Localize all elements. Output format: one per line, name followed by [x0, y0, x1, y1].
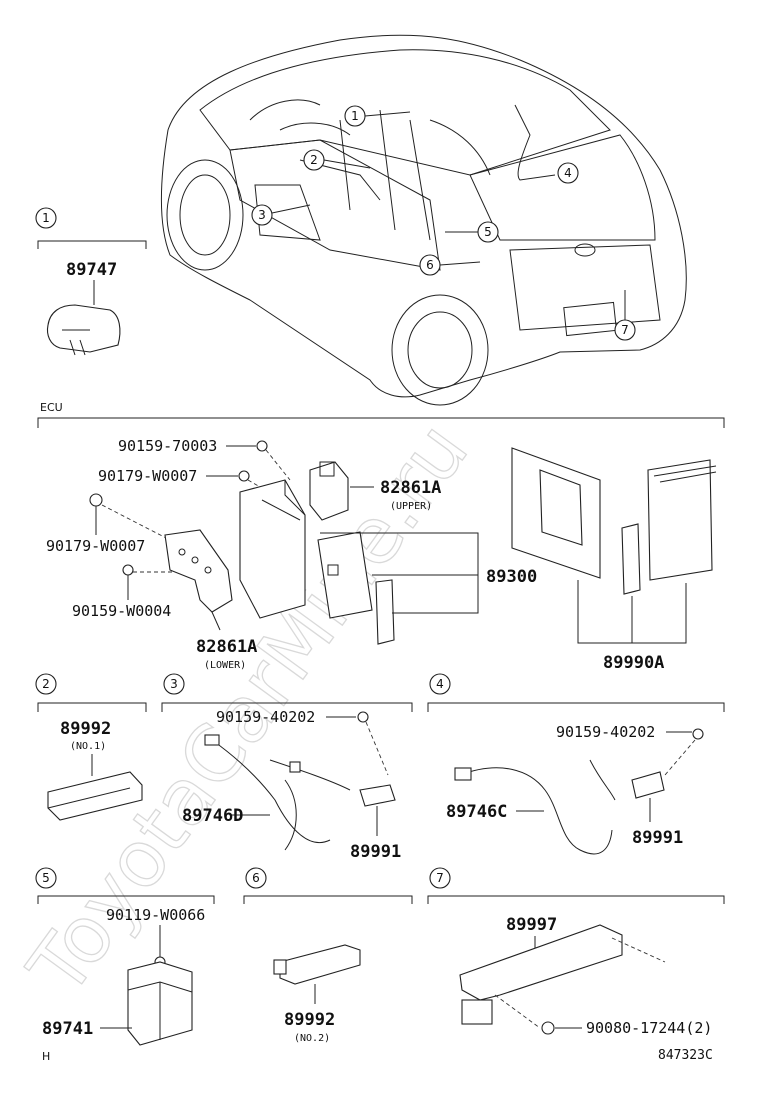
svg-text:1: 1: [42, 211, 50, 225]
section-7: 7 89997 90080-17244(2): [427, 867, 725, 1037]
svg-text:4: 4: [564, 166, 572, 180]
sensor-89991-s4: [631, 771, 665, 799]
part-89991-s3[interactable]: 89991: [350, 842, 401, 862]
part-89997[interactable]: 89997: [506, 915, 557, 935]
svg-text:(UPPER): (UPPER): [390, 501, 432, 512]
svg-text:6: 6: [252, 871, 260, 885]
part-90179-W0007-a[interactable]: 90179-W0007: [98, 467, 197, 485]
sensor-89991-s3: [359, 784, 396, 807]
part-90159-40202-s4[interactable]: 90159-40202: [556, 723, 655, 741]
part-89992-no2[interactable]: 89992: [284, 1010, 335, 1030]
section-6: 6 89992 (NO.2): [243, 867, 413, 1044]
part-89746C[interactable]: 89746C: [446, 802, 507, 822]
ecu-box-shape: [239, 479, 306, 619]
part-89992-no1[interactable]: 89992: [60, 719, 111, 739]
part-89747-shape: [46, 304, 121, 353]
section-2: 2 89992 (NO.1): [35, 673, 147, 821]
part-82861A-upper[interactable]: 82861A: [380, 478, 441, 498]
diagram-code: 847323C: [658, 1048, 713, 1063]
part-89992-no2-shape: [279, 944, 361, 985]
svg-text:6: 6: [426, 258, 434, 272]
svg-text:ECU: ECU: [40, 401, 63, 414]
part-89997-shape: [459, 924, 623, 1001]
car-callout-6[interactable]: 6: [419, 254, 481, 276]
svg-text:(NO.2): (NO.2): [294, 1033, 330, 1044]
part-90159-40202-s3[interactable]: 90159-40202: [216, 708, 315, 726]
car-callout-1[interactable]: 1: [344, 105, 411, 127]
section-5: 5 90119-W0066 89741: [35, 867, 215, 1046]
part-90159-70003[interactable]: 90159-70003: [118, 437, 217, 455]
car-callout-2[interactable]: 2: [303, 149, 371, 171]
part-89990A[interactable]: 89990A: [603, 653, 664, 673]
car-callout-5[interactable]: 5: [445, 221, 499, 243]
svg-text:4: 4: [436, 677, 444, 691]
part-90080-17244[interactable]: 90080-17244(2): [586, 1019, 712, 1037]
section-4: 4 90159-40202 89746C 89991: [427, 673, 725, 855]
svg-text:2: 2: [310, 153, 318, 167]
svg-text:5: 5: [484, 225, 492, 239]
part-82861A-lower[interactable]: 82861A: [196, 637, 257, 657]
section-1: 1 89747: [35, 207, 147, 356]
part-89300[interactable]: 89300: [486, 567, 537, 587]
bracket-upper-shape: [309, 461, 349, 521]
corner-mark: H: [42, 1050, 50, 1063]
part-89746D[interactable]: 89746D: [182, 806, 243, 826]
svg-text:(NO.1): (NO.1): [70, 741, 106, 752]
part-90159-W0004[interactable]: 90159-W0004: [72, 602, 171, 620]
ecu-section: ECU 90159-70003 90179-W0007 90179-W0007 …: [37, 401, 725, 673]
svg-text:7: 7: [436, 871, 444, 885]
part-89747[interactable]: 89747: [66, 260, 117, 280]
svg-text:(LOWER): (LOWER): [204, 660, 246, 671]
part-90179-W0007-b[interactable]: 90179-W0007: [46, 537, 145, 555]
car-callout-7[interactable]: 7: [614, 290, 636, 341]
bracket-lower-shape: [164, 529, 233, 613]
svg-text:2: 2: [42, 677, 50, 691]
car-illustration: 1 2 3 4 5 6 7: [160, 34, 687, 406]
car-callout-4[interactable]: 4: [557, 162, 579, 184]
part-89741[interactable]: 89741: [42, 1019, 93, 1039]
svg-text:3: 3: [258, 208, 266, 222]
section-3: 3 90159-40202 89746D 89991: [161, 673, 413, 862]
part-89991-s4[interactable]: 89991: [632, 828, 683, 848]
svg-text:7: 7: [621, 323, 629, 337]
svg-text:3: 3: [170, 677, 178, 691]
car-callout-3[interactable]: 3: [251, 204, 311, 226]
svg-text:5: 5: [42, 871, 50, 885]
part-90119-W0066[interactable]: 90119-W0066: [106, 906, 205, 924]
svg-text:1: 1: [351, 109, 359, 123]
